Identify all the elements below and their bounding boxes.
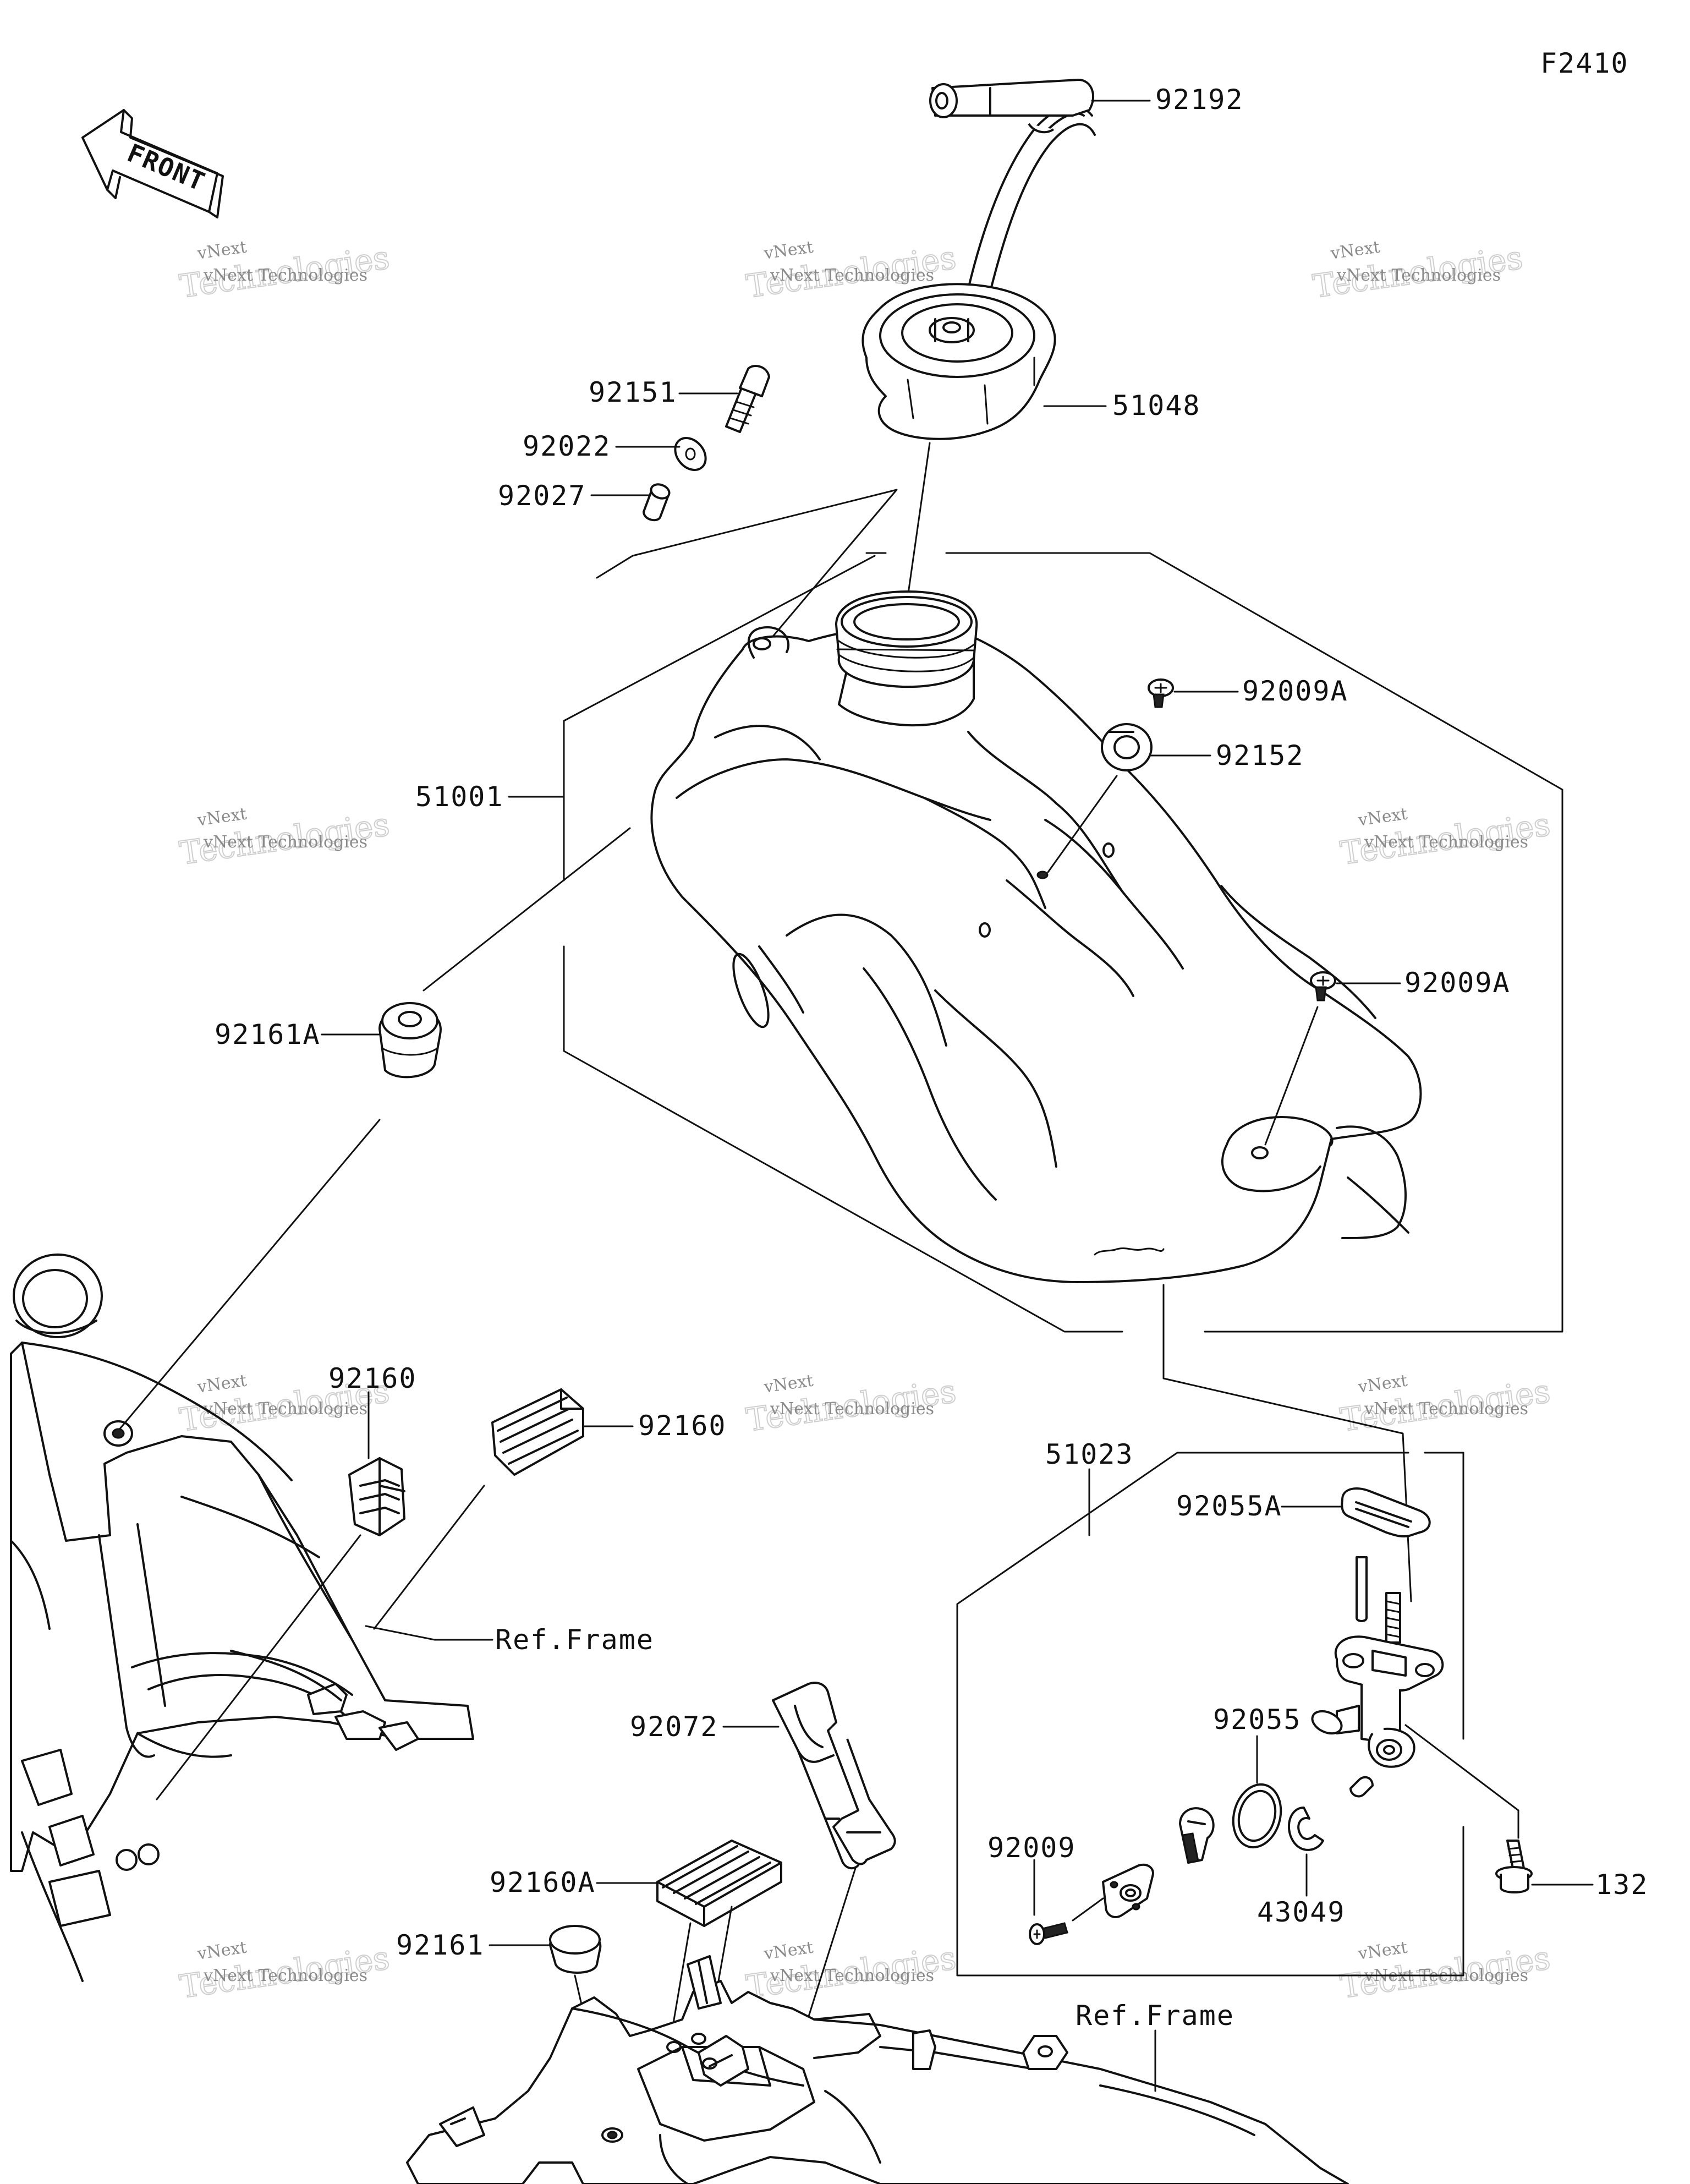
fuel-tap — [1311, 1556, 1444, 1798]
cushion-92161A — [378, 1002, 442, 1079]
bolt-92151 — [725, 365, 770, 433]
fuel-tank-51001 — [650, 590, 1422, 1283]
fuel-cap-51048 — [862, 283, 1056, 440]
watermark-text: vNext Technologies — [203, 833, 367, 852]
cushion-92161 — [549, 1925, 602, 1974]
front-arrow-icon: FRONT — [81, 109, 224, 218]
callout-ref-frame-upper: Ref.Frame — [495, 1624, 654, 1656]
clip-43049 — [1287, 1807, 1324, 1851]
screw-92009 — [1029, 1922, 1068, 1945]
pad-92160-left — [348, 1457, 405, 1536]
callout-92160A: 92160A — [490, 1866, 596, 1898]
callout-92161A: 92161A — [215, 1019, 321, 1050]
frame-upper — [10, 1254, 474, 1982]
callout-92192: 92192 — [1155, 84, 1244, 116]
callout-43049: 43049 — [1257, 1896, 1346, 1928]
watermark-text: vNext Technologies — [770, 1399, 934, 1419]
breather-hose — [929, 79, 1096, 293]
callout-92009A-mid: 92009A — [1404, 967, 1511, 999]
callout-92160-right: 92160 — [638, 1410, 727, 1442]
collar-92027 — [643, 483, 671, 522]
callout-51023: 51023 — [1045, 1438, 1134, 1470]
watermark-text: vNext Technologies — [770, 1966, 934, 1985]
tap-cover — [1102, 1863, 1154, 1918]
o-ring-92055 — [1232, 1783, 1282, 1849]
filter-screen — [1179, 1807, 1215, 1864]
callout-92160-left: 92160 — [328, 1362, 417, 1394]
watermark-text: vNext Technologies — [203, 266, 367, 285]
callout-92022: 92022 — [523, 430, 611, 462]
watermark-text: vNext Technologies — [203, 1966, 367, 1985]
callout-51001: 51001 — [415, 781, 504, 813]
screw-92009A-top — [1148, 678, 1174, 708]
callout-ref-frame-lower: Ref.Frame — [1076, 2000, 1234, 2032]
callout-92152: 92152 — [1216, 740, 1304, 771]
callout-92151: 92151 — [589, 376, 677, 408]
figure-code: F2410 — [1540, 47, 1629, 79]
band-92072 — [772, 1682, 896, 1870]
callout-92009: 92009 — [987, 1832, 1076, 1864]
pad-92160A — [656, 1840, 782, 1927]
bolt-132 — [1495, 1840, 1533, 1893]
gasket-92055A — [1341, 1487, 1431, 1538]
callout-92055A: 92055A — [1176, 1490, 1282, 1522]
callout-92009A-top: 92009A — [1242, 675, 1348, 707]
callout-132: 132 — [1595, 1869, 1648, 1901]
grommet-92152 — [1101, 723, 1153, 771]
pad-92160-right — [491, 1388, 584, 1476]
callout-92027: 92027 — [498, 480, 586, 512]
washer-92022 — [674, 437, 707, 471]
screw-92009A-mid — [1310, 971, 1336, 1001]
watermark-text: vNext Technologies — [1364, 1399, 1528, 1419]
callout-92072: 92072 — [630, 1711, 718, 1743]
watermark-text: vNext Technologies — [770, 266, 934, 285]
watermark-text: vNext Technologies — [1336, 266, 1501, 285]
frame-lower — [406, 1955, 1349, 2184]
watermark-text: vNext Technologies — [1364, 833, 1528, 852]
watermark-text: vNext Technologies — [203, 1399, 367, 1419]
callout-92055: 92055 — [1213, 1704, 1302, 1736]
callout-51048: 51048 — [1112, 390, 1201, 422]
callout-92161: 92161 — [396, 1929, 485, 1961]
